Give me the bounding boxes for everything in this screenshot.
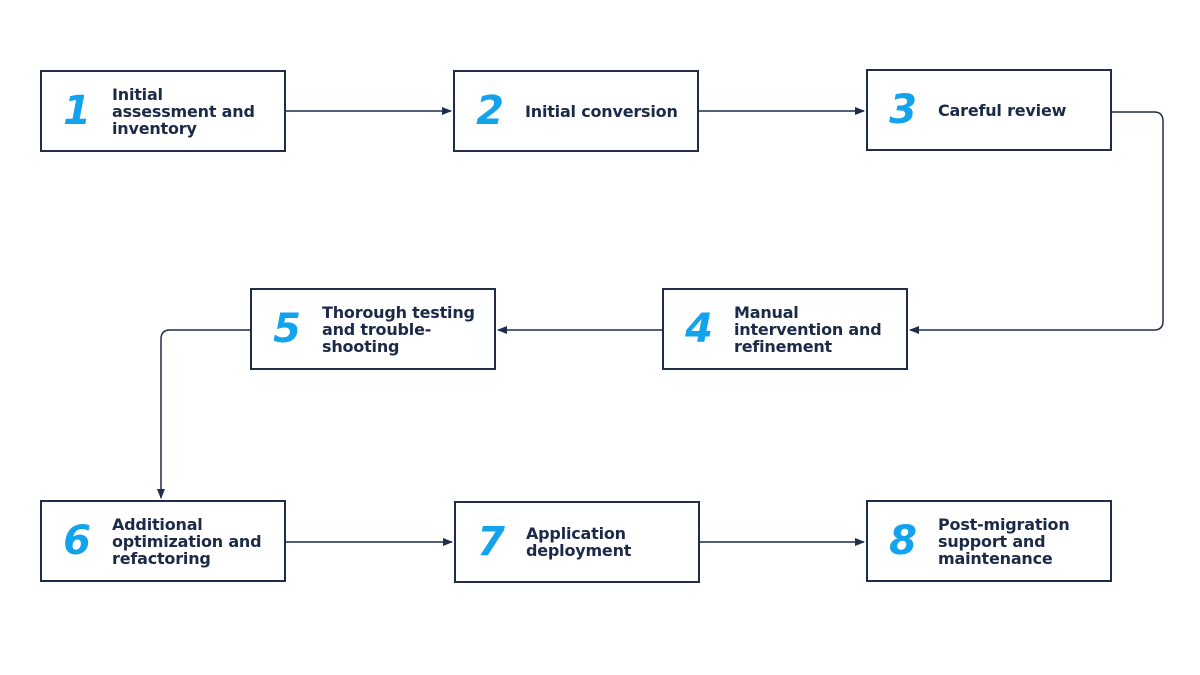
step-number-1: 1 <box>63 88 91 134</box>
step-label-2: Initial conversion <box>525 101 678 121</box>
step-number-5: 5 <box>273 306 301 352</box>
step-number-4: 4 <box>685 306 713 352</box>
step-label-5: Thorough testing and trouble-shooting <box>322 302 475 356</box>
step-8-box: 8 Post-migration support and maintenance <box>866 500 1112 582</box>
step-number-6: 6 <box>63 518 91 564</box>
arrow-3-to-4 <box>909 111 1164 334</box>
step-number-8: 8 <box>889 518 917 564</box>
step-2-box: 2 Initial conversion <box>453 70 699 152</box>
step-label-7: Application deployment <box>526 524 632 560</box>
step-6-box: 6 Additional optimization and refactorin… <box>40 500 286 582</box>
step-label-4: Manual intervention and refinement <box>734 302 882 356</box>
step-number-7: 7 <box>477 519 505 565</box>
step-label-8: Post-migration support and maintenance <box>938 514 1070 568</box>
step-3-box: 3 Careful review <box>866 69 1112 151</box>
step-7-box: 7 Application deployment <box>454 501 700 583</box>
step-label-1: Initial assessment and inventory <box>112 84 255 138</box>
step-number-2: 2 <box>476 88 504 134</box>
step-label-6: Additional optimization and refactoring <box>112 514 262 568</box>
step-1-box: 1 Initial assessment and inventory <box>40 70 286 152</box>
step-label-3: Careful review <box>938 100 1067 120</box>
step-4-box: 4 Manual intervention and refinement <box>662 288 908 370</box>
step-5-box: 5 Thorough testing and trouble-shooting <box>250 288 496 370</box>
step-number-3: 3 <box>889 87 917 133</box>
arrow-5-to-6 <box>157 329 250 499</box>
